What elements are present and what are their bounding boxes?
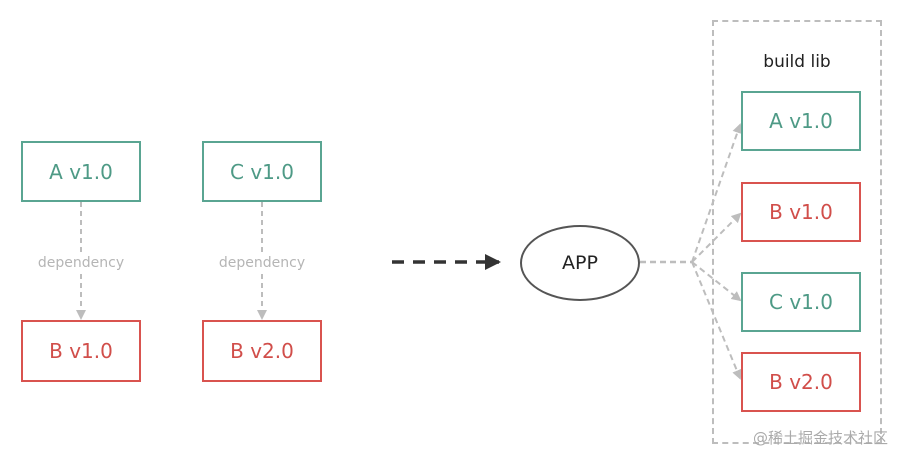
- node-label: B v1.0: [49, 339, 113, 363]
- app-node: APP: [520, 225, 640, 301]
- fanout-arrow-2: [691, 212, 742, 263]
- build-lib-title: build lib: [763, 52, 831, 72]
- node-b-v2: B v2.0: [202, 320, 322, 382]
- node-a-v1: A v1.0: [21, 141, 141, 202]
- node-label: C v1.0: [230, 159, 294, 184]
- fanout-arrow-1: [691, 123, 743, 263]
- dependency-label-2: dependency: [216, 255, 308, 271]
- fanout-arrow-3: [691, 261, 742, 302]
- app-label: APP: [562, 252, 598, 274]
- watermark: @稀土掘金技术社区: [752, 429, 888, 447]
- node-label: B v1.0: [769, 200, 833, 224]
- node-label: C v1.0: [769, 290, 833, 314]
- fanout-arrow-4: [691, 261, 742, 380]
- node-b-v1: B v1.0: [21, 320, 141, 382]
- node-label: A v1.0: [49, 159, 113, 184]
- build-item-a-v1: A v1.0: [741, 91, 861, 151]
- dependency-label-1: dependency: [35, 255, 127, 271]
- node-label: B v2.0: [230, 339, 294, 363]
- node-c-v1: C v1.0: [202, 141, 322, 202]
- node-label: B v2.0: [769, 370, 833, 394]
- build-item-c-v1: C v1.0: [741, 272, 861, 332]
- node-label: A v1.0: [769, 109, 833, 133]
- build-lib-group: [712, 20, 882, 444]
- build-item-b-v2: B v2.0: [741, 352, 861, 412]
- build-item-b-v1: B v1.0: [741, 182, 861, 242]
